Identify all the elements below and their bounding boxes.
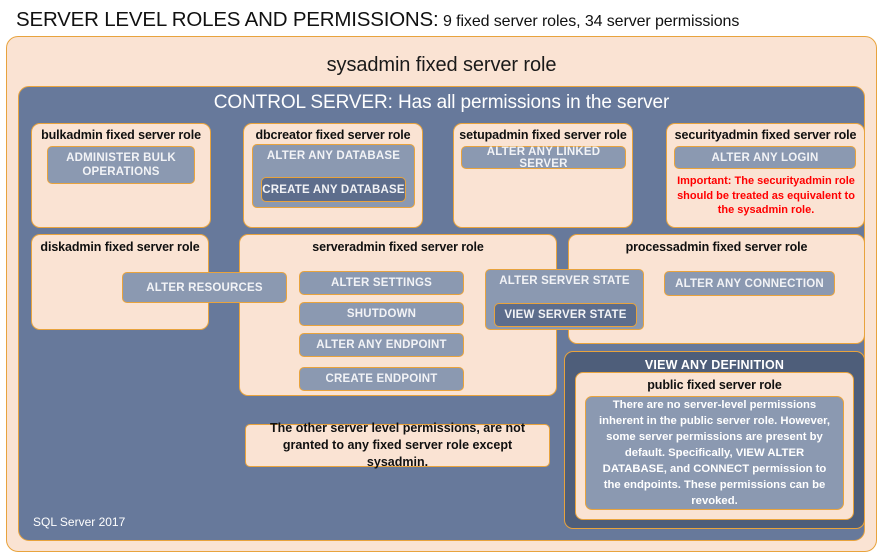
role-serveradmin-label: serveradmin fixed server role: [312, 240, 484, 254]
permission-alter-settings[interactable]: ALTER SETTINGS: [299, 271, 464, 295]
page-title-sub: 9 fixed server roles, 34 server permissi…: [442, 13, 740, 30]
permission-alter-any-login[interactable]: ALTER ANY LOGIN: [674, 146, 856, 169]
permission-view-any-definition-label: VIEW ANY DEFINITION: [644, 358, 785, 372]
role-setupadmin-label: setupadmin fixed server role: [459, 128, 627, 142]
permission-alter-resources[interactable]: ALTER RESOURCES: [122, 272, 287, 303]
sysadmin-role-label: sysadmin fixed server role: [326, 54, 557, 76]
permission-view-server-state[interactable]: VIEW SERVER STATE: [494, 303, 637, 327]
permission-alter-any-endpoint[interactable]: ALTER ANY ENDPOINT: [299, 333, 464, 357]
footer-version-label: SQL Server 2017: [33, 515, 126, 529]
other-permissions-note: The other server level permissions, are …: [245, 421, 550, 469]
permission-alter-any-database-label: ALTER ANY DATABASE: [266, 150, 401, 162]
permission-shutdown[interactable]: SHUTDOWN: [299, 302, 464, 326]
permission-alter-any-connection[interactable]: ALTER ANY CONNECTION: [664, 271, 835, 296]
role-diskadmin-label: diskadmin fixed server role: [40, 240, 200, 254]
public-role-description: There are no server-level permissions in…: [585, 396, 844, 510]
page-title: SERVER LEVEL ROLES AND PERMISSIONS: 9 fi…: [16, 8, 876, 34]
role-setupadmin: [453, 123, 633, 228]
role-dbcreator-label: dbcreator fixed server role: [255, 128, 411, 142]
permission-create-endpoint[interactable]: CREATE ENDPOINT: [299, 367, 464, 391]
role-processadmin-label: processadmin fixed server role: [625, 240, 808, 254]
permission-administer-bulk-operations[interactable]: ADMINISTER BULK OPERATIONS: [47, 146, 195, 184]
role-bulkadmin-label: bulkadmin fixed server role: [41, 128, 201, 142]
control-server-label: CONTROL SERVER: Has all permissions in t…: [213, 92, 670, 113]
role-public-label: public fixed server role: [647, 378, 782, 392]
page-title-main: SERVER LEVEL ROLES AND PERMISSIONS:: [16, 8, 439, 31]
permission-create-any-database[interactable]: CREATE ANY DATABASE: [261, 177, 406, 202]
permission-alter-any-linked-server[interactable]: ALTER ANY LINKED SERVER: [461, 146, 626, 170]
permission-alter-server-state-label: ALTER SERVER STATE: [499, 275, 630, 287]
role-securityadmin-label: securityadmin fixed server role: [674, 128, 857, 142]
role-securityadmin: [666, 123, 865, 228]
securityadmin-warning-note: Important: The securityadmin role should…: [677, 175, 855, 217]
